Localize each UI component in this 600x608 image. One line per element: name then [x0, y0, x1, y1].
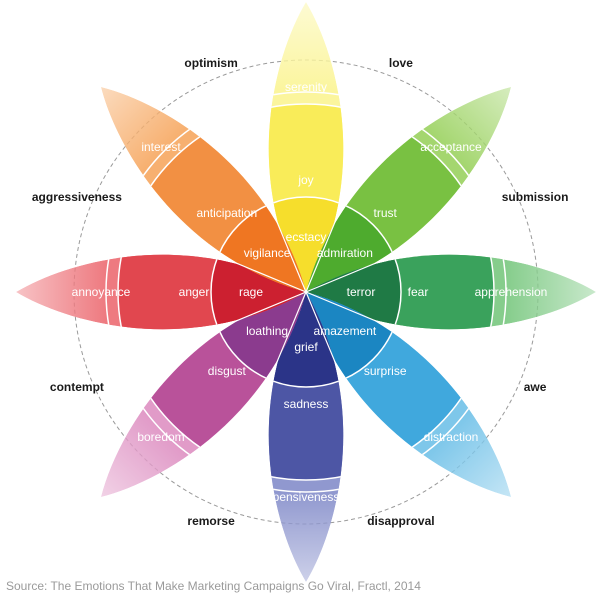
- band-divider: [210, 254, 306, 330]
- band-divider: [268, 292, 344, 493]
- emotion-label-anger: anger: [179, 285, 210, 299]
- emotion-label-admiration: admiration: [317, 246, 373, 260]
- petal-seam: [305, 255, 395, 293]
- band-divider: [306, 254, 402, 330]
- band-divider: [105, 265, 333, 493]
- emotion-label-ecstacy: ecstacy: [286, 230, 327, 244]
- band-divider: [117, 103, 333, 319]
- dyad-label-love: love: [389, 56, 413, 70]
- petal-seam: [305, 203, 343, 293]
- band-divider: [268, 103, 344, 292]
- petal-seam: [305, 291, 395, 329]
- band-divider: [268, 292, 344, 388]
- emotion-label-acceptance: acceptance: [420, 140, 482, 154]
- emotion-label-rage: rage: [239, 285, 263, 299]
- band-divider: [210, 265, 333, 388]
- band-divider: [306, 254, 507, 330]
- petal-labels-layer: serenity joy ecstacy acceptance trust admirat…: [72, 80, 548, 504]
- emotion-label-joy: joy: [297, 173, 313, 187]
- band-divider: [279, 103, 495, 319]
- band-divider: [117, 265, 333, 481]
- dyad-label-awe: awe: [524, 380, 547, 394]
- emotion-label-pensiveness: pensiveness: [273, 490, 340, 504]
- dyad-label-submission: submission: [502, 190, 569, 204]
- emotion-label-distraction: distraction: [424, 430, 479, 444]
- band-divider: [279, 196, 402, 319]
- band-divider: [279, 265, 507, 493]
- petal-seam: [269, 203, 307, 293]
- emotion-label-amazement: amazement: [314, 324, 377, 338]
- emotion-label-apprehension: apprehension: [475, 285, 548, 299]
- band-divider: [279, 91, 507, 319]
- emotion-label-surprise: surprise: [364, 364, 407, 378]
- emotion-label-trust: trust: [374, 206, 398, 220]
- emotion-label-terror: terror: [347, 285, 376, 299]
- source-caption: Source: The Emotions That Make Marketing…: [6, 579, 421, 593]
- petal-seam: [217, 291, 307, 329]
- band-divider: [306, 254, 495, 330]
- petal-bands: [16, 254, 306, 330]
- band-divider: [105, 91, 333, 319]
- band-divider: [279, 265, 402, 388]
- emotion-label-sadness: sadness: [284, 397, 329, 411]
- petal-seam: [305, 291, 343, 381]
- petal-fear: [306, 254, 596, 330]
- petal-joy: [268, 2, 344, 292]
- emotion-label-disgust: disgust: [208, 364, 247, 378]
- petal-seam: [269, 291, 307, 381]
- emotion-label-annoyance: annoyance: [72, 285, 131, 299]
- emotion-label-anticipation: anticipation: [196, 206, 257, 220]
- petal-bands: [268, 2, 344, 292]
- band-divider: [105, 254, 306, 330]
- dyad-label-aggressiveness: aggressiveness: [32, 190, 122, 204]
- band-divider: [268, 292, 344, 481]
- petal-seam: [217, 255, 307, 293]
- dyad-label-contempt: contempt: [50, 380, 104, 394]
- emotion-label-loathing: loathing: [246, 324, 288, 338]
- emotion-label-vigilance: vigilance: [244, 246, 291, 260]
- emotion-label-fear: fear: [408, 285, 429, 299]
- band-divider: [117, 254, 306, 330]
- band-divider: [268, 196, 344, 292]
- emotion-label-grief: grief: [294, 340, 318, 354]
- petal-bands: [268, 292, 344, 582]
- petal-anger: [16, 254, 306, 330]
- emotion-label-serenity: serenity: [285, 80, 327, 94]
- emotion-label-boredom: boredom: [137, 430, 184, 444]
- petal-sadness: [268, 292, 344, 582]
- band-divider: [268, 91, 344, 292]
- dyad-label-optimism: optimism: [184, 56, 237, 70]
- petal-bands: [306, 254, 596, 330]
- dyad-labels-layer: love submission awe disapproval remorse conte…: [32, 56, 569, 528]
- band-divider: [279, 265, 495, 481]
- dyad-label-remorse: remorse: [187, 514, 235, 528]
- emotion-label-interest: interest: [141, 140, 181, 154]
- band-divider: [210, 196, 333, 319]
- dyad-label-disapproval: disapproval: [367, 514, 434, 528]
